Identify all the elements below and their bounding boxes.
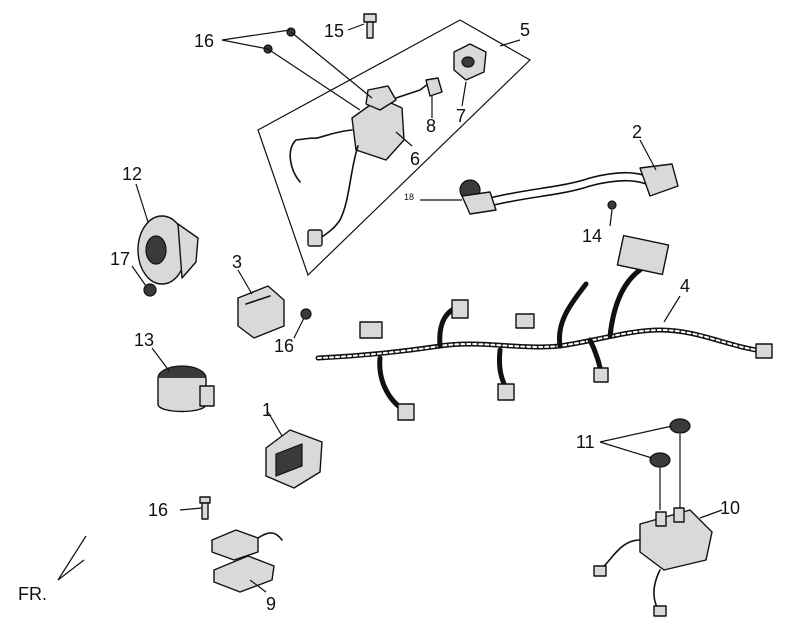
callout-18: 18 <box>404 192 414 202</box>
front-direction-indicator <box>57 535 87 581</box>
part-9-fuse-holder <box>211 529 283 593</box>
front-label: FR. <box>18 584 47 604</box>
part-13-buzzer <box>157 365 215 413</box>
part-6-ignition-switch <box>289 83 429 247</box>
part-16-bolt-bottom <box>199 496 211 520</box>
part-14-screw <box>607 200 617 210</box>
callout-9: 9 <box>266 594 276 614</box>
callout-3: 3 <box>232 252 242 272</box>
callout-6: 6 <box>410 149 420 169</box>
part-1-regulator <box>265 429 323 489</box>
callout-10: 10 <box>720 498 740 518</box>
part-10-starter-relay <box>593 434 713 617</box>
part-2-cable <box>489 163 679 207</box>
callout-14: 14 <box>582 226 602 246</box>
part-11-nuts <box>649 418 691 468</box>
callout-15: 15 <box>324 21 344 41</box>
callout-2: 2 <box>632 122 642 142</box>
part-3-relay <box>237 285 285 339</box>
callout-12: 12 <box>122 164 142 184</box>
part-18-connector <box>459 179 497 215</box>
callout-17: 17 <box>110 249 130 269</box>
part-16-screw-mid <box>300 308 312 320</box>
callout-7: 7 <box>456 106 466 126</box>
callout-16b: 16 <box>274 336 294 356</box>
part-7-cover <box>453 43 487 81</box>
assembly-5-box <box>257 19 531 277</box>
leader-lines <box>131 23 723 593</box>
callout-13: 13 <box>134 330 154 350</box>
callout-labels: 16 15 5 7 8 6 2 18 14 12 17 3 16 13 1 4 … <box>18 20 740 614</box>
part-4-wiring-harness <box>315 234 773 421</box>
callout-8: 8 <box>426 116 436 136</box>
callout-16a: 16 <box>194 31 214 51</box>
callout-11: 11 <box>576 432 595 452</box>
part-15-bolt <box>363 13 377 39</box>
part-8-key <box>425 77 443 97</box>
callout-16c: 16 <box>148 500 168 520</box>
callout-1: 1 <box>262 400 272 420</box>
part-17-bolt <box>143 283 157 297</box>
callout-5: 5 <box>520 20 530 40</box>
part-12-horn <box>137 215 199 285</box>
callout-4: 4 <box>680 276 690 296</box>
